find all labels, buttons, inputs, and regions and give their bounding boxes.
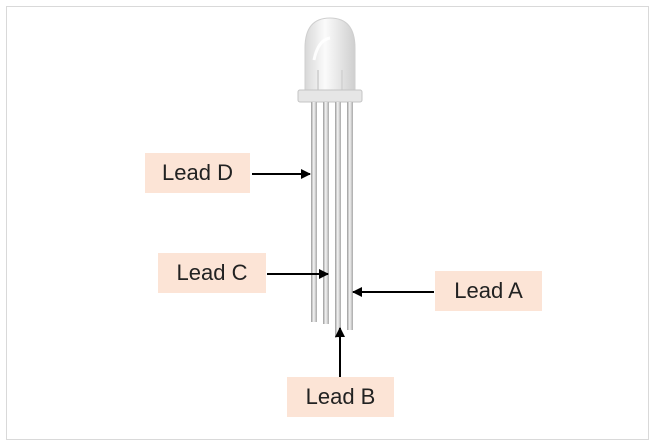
lead-d-wire: [311, 102, 317, 322]
label-lead-d: Lead D: [145, 153, 250, 193]
lead-a-wire: [347, 102, 353, 330]
label-lead-a: Lead A: [435, 271, 542, 311]
led-flange: [297, 89, 363, 103]
led-lens: [304, 17, 356, 93]
label-lead-b: Lead B: [287, 377, 394, 417]
rgb-led-icon: [297, 17, 363, 338]
lead-b-wire: [335, 102, 341, 338]
label-lead-c: Lead C: [158, 253, 266, 293]
lead-c-wire: [323, 102, 329, 324]
